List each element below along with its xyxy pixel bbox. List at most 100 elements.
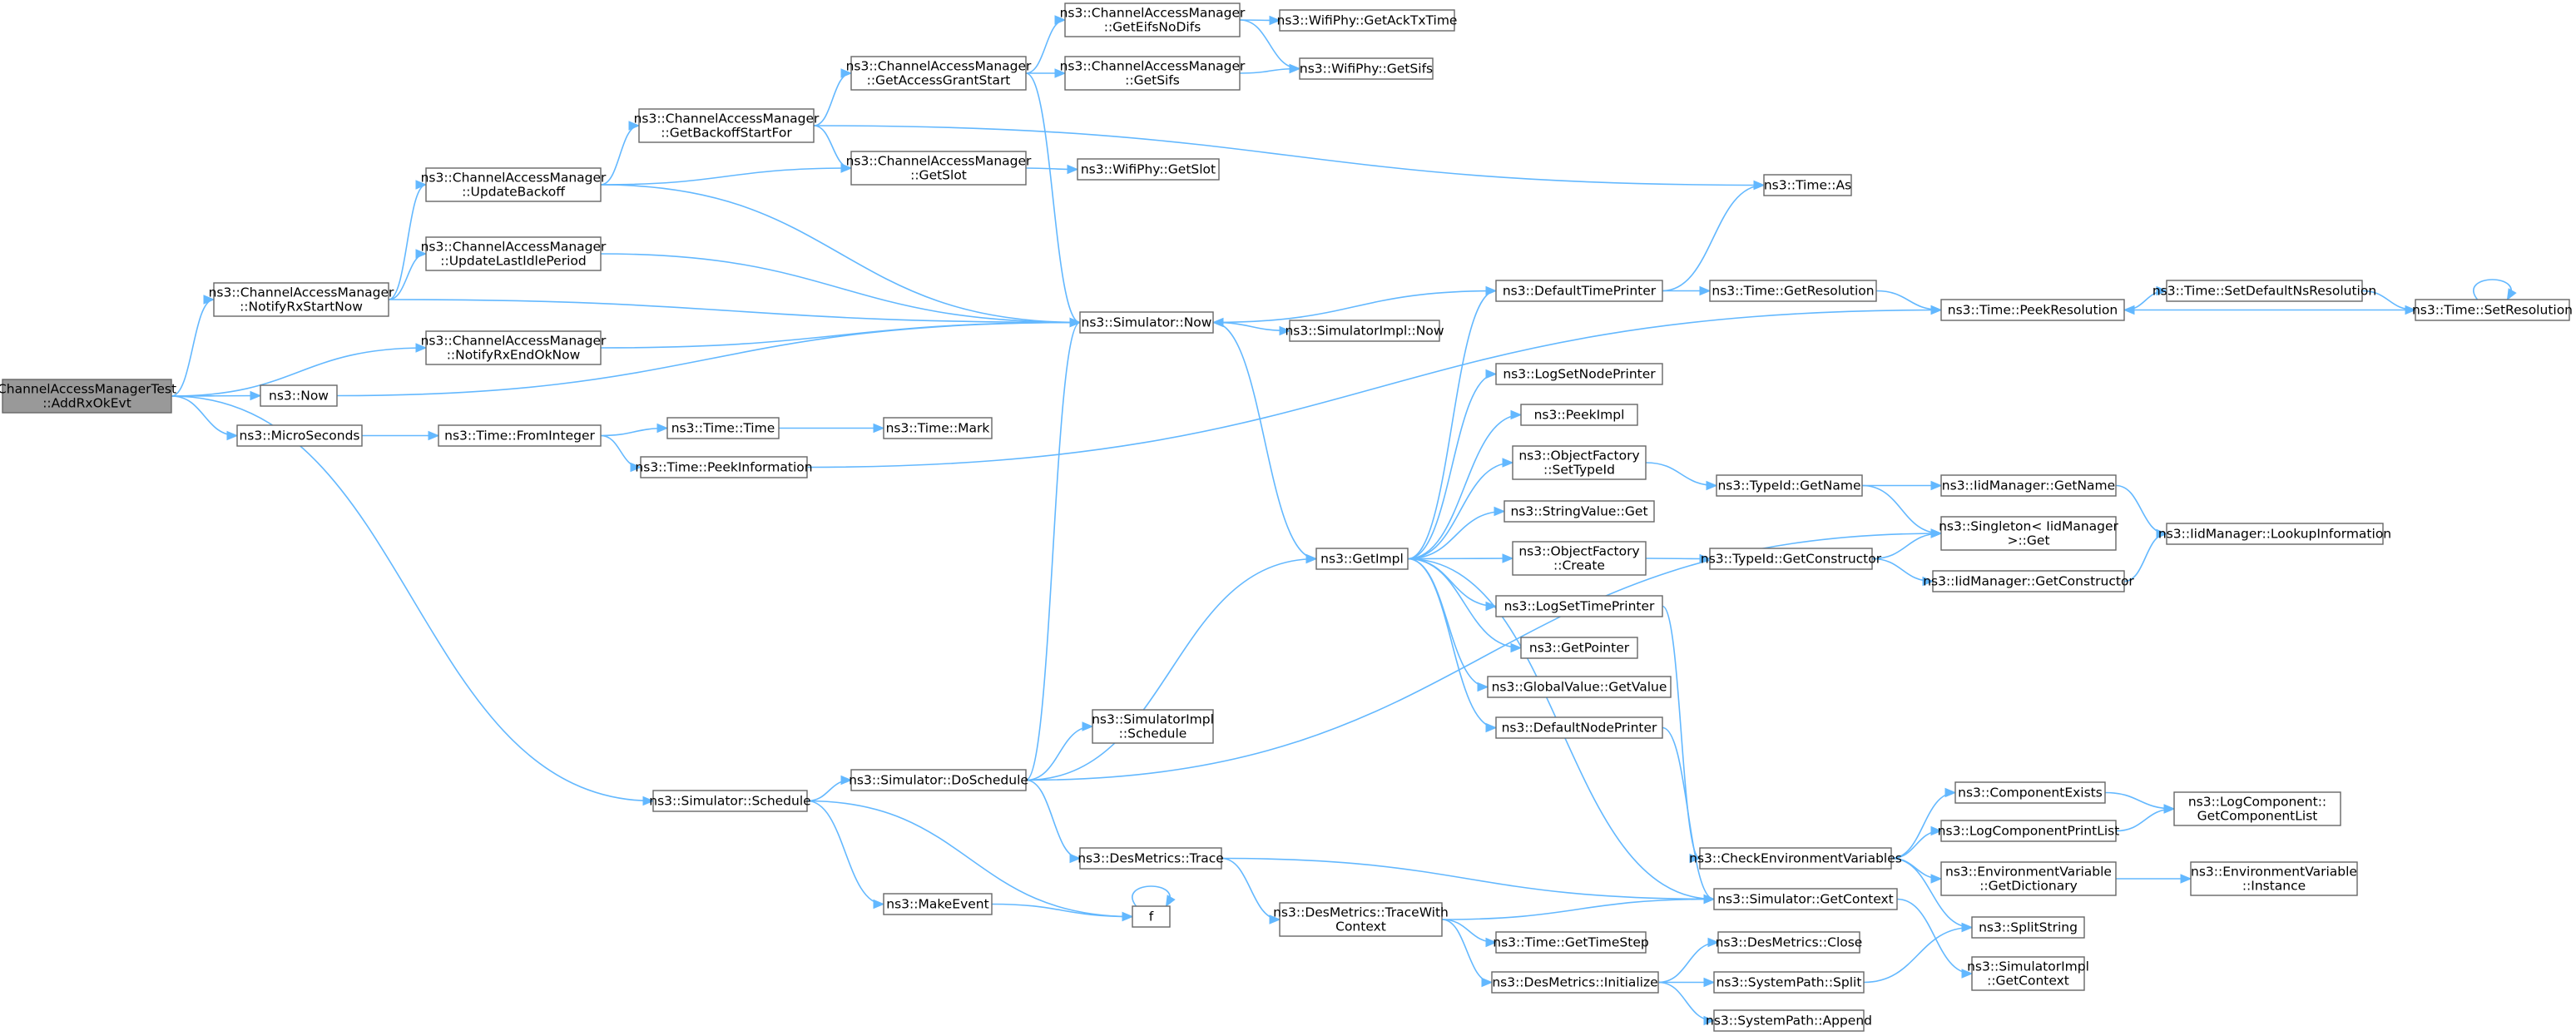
node-getAccessGrant[interactable]: ns3::ChannelAccessManager::GetAccessGran… xyxy=(846,56,1032,91)
call-edge-makeEvent-to-f xyxy=(991,903,1133,918)
call-edge-arrowhead xyxy=(1703,977,1716,988)
node-defTimePrinter[interactable]: ns3::DefaultTimePrinter xyxy=(1495,280,1663,302)
node-envInstance[interactable]: ns3::EnvironmentVariable::Instance xyxy=(2190,861,2358,896)
node-ofCreate[interactable]: ns3::ObjectFactory::Create xyxy=(1512,541,1647,576)
node-label-line: ::Schedule xyxy=(1119,726,1187,741)
call-edge-arrowhead xyxy=(2156,528,2168,539)
node-iidGetCtor[interactable]: ns3::IidManager::GetConstructor xyxy=(1923,570,2134,592)
node-getBackoffStart[interactable]: ns3::ChannelAccessManager::GetBackoffSta… xyxy=(634,108,820,143)
node-f[interactable]: f xyxy=(1132,905,1171,928)
call-edge-arrowhead xyxy=(415,249,428,259)
node-desTrace[interactable]: ns3::DesMetrics::Trace xyxy=(1077,847,1224,870)
node-peekInfo[interactable]: ns3::Time::PeekInformation xyxy=(635,456,813,478)
node-logSetNode[interactable]: ns3::LogSetNodePrinter xyxy=(1495,363,1663,385)
node-label-line: ::GetDictionary xyxy=(1979,879,2078,894)
node-desClose[interactable]: ns3::DesMetrics::Close xyxy=(1716,931,1863,954)
node-getImpl[interactable]: ns3::GetImpl xyxy=(1315,548,1409,570)
node-box xyxy=(1520,637,1638,659)
node-label-line: ns3::DesMetrics::Close xyxy=(1716,935,1863,950)
node-singletonGet[interactable]: ns3::Singleton< IidManager >::Get xyxy=(1939,516,2119,551)
call-edge-peekInfo-to-peekRes xyxy=(806,309,1942,468)
node-iidGetName[interactable]: ns3::IidManager::GetName xyxy=(1940,474,2117,497)
node-box xyxy=(1940,516,2117,551)
call-edge-doSchedule-to-desTrace xyxy=(1025,779,1081,860)
node-implSchedule[interactable]: ns3::SimulatorImpl::Schedule xyxy=(1092,709,1214,744)
node-phySifs[interactable]: ns3::WifiPhy::GetSifs xyxy=(1299,57,1434,80)
node-updateLastIdle[interactable]: ns3::ChannelAccessManager::UpdateLastIdl… xyxy=(421,236,607,271)
call-edge-arrowhead xyxy=(1961,922,1974,933)
node-box xyxy=(1315,548,1409,570)
node-label-line: ns3::StringValue::Get xyxy=(1510,504,1647,519)
node-logCompPrint[interactable]: ns3::LogComponentPrintList xyxy=(1938,820,2120,842)
node-label-line: ns3::Time::GetResolution xyxy=(1712,284,1874,299)
node-peekRes[interactable]: ns3::Time::PeekResolution xyxy=(1940,299,2125,321)
node-label-line: ns3::MakeEvent xyxy=(886,897,988,912)
node-setRes[interactable]: ns3::Time::SetResolution xyxy=(2412,299,2573,321)
node-microSeconds[interactable]: ns3::MicroSeconds xyxy=(236,424,363,447)
node-box xyxy=(1717,931,1860,954)
node-logSetTime[interactable]: ns3::LogSetTimePrinter xyxy=(1495,595,1663,617)
node-peekImpl[interactable]: ns3::PeekImpl xyxy=(1520,404,1638,426)
node-label-line: ::GetSlot xyxy=(910,168,967,183)
node-iidLookup[interactable]: ns3::IidManager::LookupInformation xyxy=(2158,523,2391,545)
node-schedule[interactable]: ns3::Simulator::Schedule xyxy=(649,790,811,812)
call-edge-updateBackoff-to-getSlot xyxy=(600,167,852,186)
node-setDefNsRes[interactable]: ns3::Time::SetDefaultNsResolution xyxy=(2152,280,2376,302)
node-strValGet[interactable]: ns3::StringValue::Get xyxy=(1503,500,1655,523)
node-label-line: ::AddRxOkEvt xyxy=(42,396,131,411)
node-label-line: ns3::IidManager::GetName xyxy=(1942,478,2115,493)
call-edge-arrowhead xyxy=(428,430,440,441)
node-timeStep[interactable]: ns3::Time::GetTimeStep xyxy=(1493,931,1649,954)
call-edge-arrowhead xyxy=(1494,506,1506,517)
node-root[interactable]: ChannelAccessManagerTest::AddRxOkEvt xyxy=(0,379,176,414)
node-simImplNow[interactable]: ns3::SimulatorImpl::Now xyxy=(1285,320,1444,342)
node-getSlot[interactable]: ns3::ChannelAccessManager::GetSlot xyxy=(846,151,1032,186)
node-ofSetTypeId[interactable]: ns3::ObjectFactory::SetTypeId xyxy=(1512,445,1647,480)
node-logCompList[interactable]: ns3::LogComponent::GetComponentList xyxy=(2173,791,2341,826)
node-timeGetRes[interactable]: ns3::Time::GetResolution xyxy=(1709,280,1877,302)
node-typeIdGetName[interactable]: ns3::TypeId::GetName xyxy=(1716,474,1863,497)
node-nowFree[interactable]: ns3::Now xyxy=(260,384,338,407)
node-label-line: ns3::ChannelAccessManager xyxy=(1060,59,1246,74)
node-label-line: ns3::SplitString xyxy=(1979,920,2078,935)
node-box xyxy=(2,379,172,414)
node-notifyRxStartNow[interactable]: ns3::ChannelAccessManager::NotifyRxStart… xyxy=(209,282,394,317)
node-phyAck[interactable]: ns3::WifiPhy::GetAckTxTime xyxy=(1277,9,1458,32)
node-timeMark[interactable]: ns3::Time::Mark xyxy=(883,417,993,439)
node-label-line: ns3::GlobalValue::GetValue xyxy=(1492,680,1667,695)
node-updateBackoff[interactable]: ns3::ChannelAccessManager::UpdateBackoff xyxy=(421,167,607,202)
node-simNow[interactable]: ns3::Simulator::Now xyxy=(1079,311,1214,334)
node-spAppend[interactable]: ns3::SystemPath::Append xyxy=(1706,1009,1872,1032)
node-timeTime[interactable]: ns3::Time::Time xyxy=(666,417,780,439)
node-label-line: ns3::IidManager::GetConstructor xyxy=(1923,574,2134,589)
node-phySlot[interactable]: ns3::WifiPhy::GetSlot xyxy=(1077,158,1220,181)
node-label-line: ns3::Time::GetTimeStep xyxy=(1493,935,1648,950)
node-desInit[interactable]: ns3::DesMetrics::Initialize xyxy=(1491,971,1659,994)
node-notifyRxEndOkNow[interactable]: ns3::ChannelAccessManager::NotifyRxEndOk… xyxy=(421,330,607,365)
node-getPointer[interactable]: ns3::GetPointer xyxy=(1520,637,1638,659)
node-compExists[interactable]: ns3::ComponentExists xyxy=(1954,781,2106,804)
call-edge-arrowhead xyxy=(203,295,215,305)
node-timeFromInt[interactable]: ns3::Time::FromInteger xyxy=(438,424,602,447)
node-splitString[interactable]: ns3::SplitString xyxy=(1971,916,2085,939)
call-edge-arrowhead xyxy=(1485,722,1498,733)
node-makeEvent[interactable]: ns3::MakeEvent xyxy=(883,893,993,915)
node-simGetCtx[interactable]: ns3::Simulator::GetContext xyxy=(1713,888,1898,910)
node-typeIdGetCtor[interactable]: ns3::TypeId::GetConstructor xyxy=(1701,548,1882,570)
node-defNodePrinter[interactable]: ns3::DefaultNodePrinter xyxy=(1495,716,1663,739)
call-edge-arrowhead xyxy=(250,390,262,401)
node-getSifs[interactable]: ns3::ChannelAccessManager::GetSifs xyxy=(1060,56,1246,91)
node-doSchedule[interactable]: ns3::Simulator::DoSchedule xyxy=(849,769,1028,791)
node-envGetDict[interactable]: ns3::EnvironmentVariable::GetDictionary xyxy=(1940,861,2117,896)
node-implGetCtx[interactable]: ns3::SimulatorImpl::GetContext xyxy=(1967,956,2089,991)
node-spSplit[interactable]: ns3::SystemPath::Split xyxy=(1713,971,1865,994)
call-edge-arrowhead xyxy=(873,423,885,434)
node-getEifs[interactable]: ns3::ChannelAccessManager::GetEifsNoDifs xyxy=(1060,2,1246,37)
node-gvGetValue[interactable]: ns3::GlobalValue::GetValue xyxy=(1487,676,1672,698)
node-checkEnv[interactable]: ns3::CheckEnvironmentVariables xyxy=(1689,847,1902,870)
node-timeAs[interactable]: ns3::Time::As xyxy=(1763,174,1852,196)
call-edge-arrowhead xyxy=(1481,977,1494,988)
